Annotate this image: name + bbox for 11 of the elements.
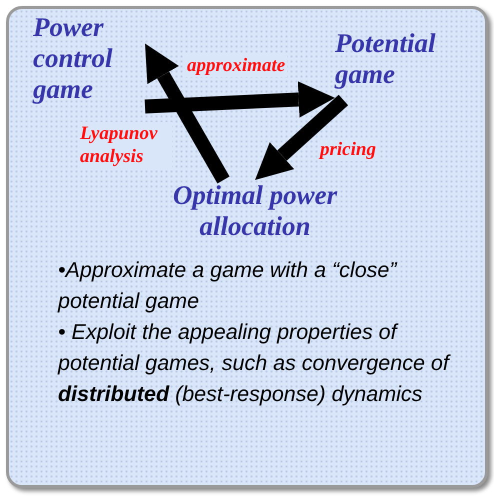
- arrow: [144, 81, 335, 118]
- edge-label: Lyapunov analysis: [78, 122, 172, 168]
- node-label: Potential game: [335, 28, 475, 90]
- arrow: [255, 94, 348, 180]
- bullet-text: • Exploit the appealing properties of potential games, such as convergence of distributed (best-response) dynamics: [58, 319, 452, 408]
- node-label: Power control game: [33, 12, 145, 105]
- edge-label: pricing: [318, 138, 378, 161]
- arrow: [145, 44, 230, 184]
- node-label: Optimal power allocation: [150, 180, 360, 242]
- bullet-text: •Approximate a game with a “close” potential game: [58, 257, 398, 315]
- edge-label: approximate: [185, 54, 288, 77]
